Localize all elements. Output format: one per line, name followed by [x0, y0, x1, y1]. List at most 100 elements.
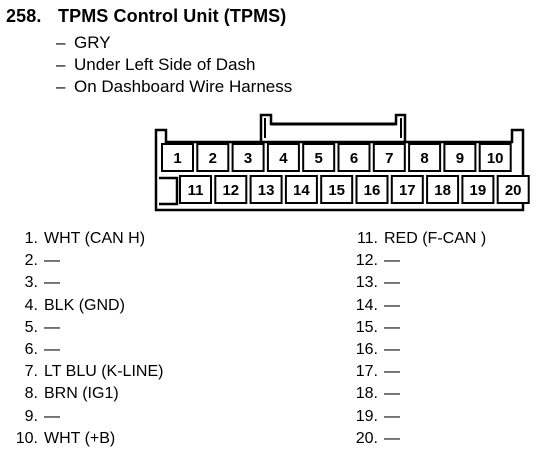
- pin-label: 12: [222, 182, 239, 199]
- pin-description: —: [384, 318, 400, 336]
- pin-number: 3.: [24, 274, 38, 292]
- connector-pin-13: 13: [249, 175, 283, 204]
- pin-row: 16. —: [352, 339, 486, 361]
- connector-pin-6: 6: [337, 143, 371, 172]
- pin-cavity: [266, 143, 300, 172]
- pin-row: 7. LT BLU (K-LINE): [10, 361, 164, 383]
- pin-cavity: [496, 175, 530, 204]
- note-text: On Dashboard Wire Harness: [74, 77, 293, 96]
- connector-pin-12: 12: [214, 175, 248, 204]
- note-location: –Under Left Side of Dash: [56, 54, 292, 76]
- pin-row: 4.BLK (GND): [10, 295, 163, 317]
- pin-cavity: [302, 143, 336, 172]
- pin-label: 20: [505, 182, 522, 199]
- pin-label: 15: [328, 182, 345, 199]
- pin-row: 20.—: [352, 428, 486, 450]
- pin-description: LT BLU (K-LINE): [44, 363, 164, 381]
- pin-row: 18.—: [352, 383, 486, 405]
- page-title: 258. TPMS Control Unit (TPMS): [6, 6, 286, 27]
- pin-number: 6.: [24, 340, 38, 358]
- pin-row: 1.WHT (CAN H): [10, 228, 163, 250]
- pin-row: 6.—: [10, 339, 163, 361]
- pin-description: —: [384, 340, 400, 358]
- pin-cavity: [214, 175, 248, 204]
- pin-cavity: [196, 143, 230, 172]
- pin-description: —: [44, 318, 60, 336]
- pin-number: 13.: [355, 274, 378, 292]
- connector-pin-18: 18: [426, 175, 460, 204]
- pin-label: 5: [315, 150, 323, 167]
- connector-pin-15: 15: [320, 175, 354, 204]
- pin-number: 10.: [15, 429, 38, 447]
- connector-pin-4: 4: [266, 143, 300, 172]
- connector-pin-14: 14: [284, 175, 318, 204]
- pin-description: BLK (GND): [44, 296, 125, 314]
- note-dash: –: [56, 77, 66, 96]
- pin-number: 5.: [24, 318, 38, 336]
- note-color: –GRY: [56, 32, 292, 54]
- pin-cavity: [355, 175, 389, 204]
- component-number: 258.: [6, 6, 42, 26]
- pin-number: 11.: [356, 230, 378, 247]
- pin-list-right: 11.RED (F-CAN ) 12.— 13.— 14.— 15.— 16.—…: [352, 228, 486, 450]
- pin-row: 3. —: [10, 272, 163, 294]
- pin-number: 16.: [355, 340, 378, 358]
- connector-pin-8: 8: [408, 143, 442, 172]
- pin-label: 2: [209, 150, 217, 167]
- pin-row: 19.—: [352, 406, 486, 428]
- pin-label: 18: [434, 182, 451, 199]
- pin-label: 7: [385, 150, 393, 167]
- pin-description: WHT (+B): [44, 429, 116, 447]
- pin-cavity: [161, 143, 194, 172]
- pin-cavity: [320, 175, 354, 204]
- pin-number: 9.: [24, 407, 38, 425]
- location-notes: –GRY –Under Left Side of Dash –On Dashbo…: [56, 32, 292, 98]
- pin-number: 7.: [24, 363, 38, 381]
- pin-description: —: [384, 407, 400, 425]
- connector-pin-7: 7: [372, 143, 406, 172]
- pin-description: —: [384, 274, 400, 292]
- pin-description: —: [384, 363, 400, 381]
- connector-pin-17: 17: [390, 175, 424, 204]
- pin-cavity: [249, 175, 283, 204]
- connector-pin-5: 5: [302, 143, 336, 172]
- note-text: Under Left Side of Dash: [74, 55, 256, 74]
- pin-number: 15.: [355, 318, 378, 336]
- pin-description: WHT (CAN H): [44, 230, 146, 247]
- pin-number: 14.: [355, 296, 378, 314]
- pin-description: RED (F-CAN ): [384, 230, 487, 247]
- connector-pin-9: 9: [443, 143, 477, 172]
- pin-label: 1: [173, 150, 181, 167]
- pin-label: 3: [244, 150, 252, 167]
- pin-row: 15. —: [352, 317, 486, 339]
- pin-row: 13. —: [352, 272, 486, 294]
- pin-description: —: [44, 407, 60, 425]
- connector-pin-11: 11: [179, 175, 212, 204]
- note-dash: –: [56, 55, 66, 74]
- pin-label: 19: [470, 182, 487, 199]
- pin-cavity: [372, 143, 406, 172]
- pin-description: —: [384, 385, 400, 403]
- pin-number: 8.: [24, 385, 38, 403]
- connector-pin-20: 20: [496, 175, 530, 204]
- pin-cavity: [284, 175, 318, 204]
- pin-label: 4: [279, 150, 288, 167]
- component-title: TPMS Control Unit (TPMS): [58, 6, 287, 26]
- connector-pin-1: 1: [161, 143, 194, 172]
- connector-pin-16: 16: [355, 175, 389, 204]
- pin-description: —: [44, 252, 60, 270]
- connector-pin-2: 2: [196, 143, 230, 172]
- pin-cavity: [179, 175, 212, 204]
- pin-number: 2.: [24, 252, 38, 270]
- pin-cavity: [390, 175, 424, 204]
- pin-row: 11. RED (F-CAN ): [352, 228, 486, 250]
- note-harness: –On Dashboard Wire Harness: [56, 76, 292, 98]
- note-text: GRY: [74, 33, 111, 52]
- pin-description: —: [384, 252, 400, 270]
- connector-pin-3: 3: [231, 143, 265, 172]
- pin-row: 14.—: [352, 295, 486, 317]
- pin-description: —: [44, 274, 60, 292]
- pin-label: 17: [399, 182, 416, 199]
- pin-row: 17.—: [352, 361, 486, 383]
